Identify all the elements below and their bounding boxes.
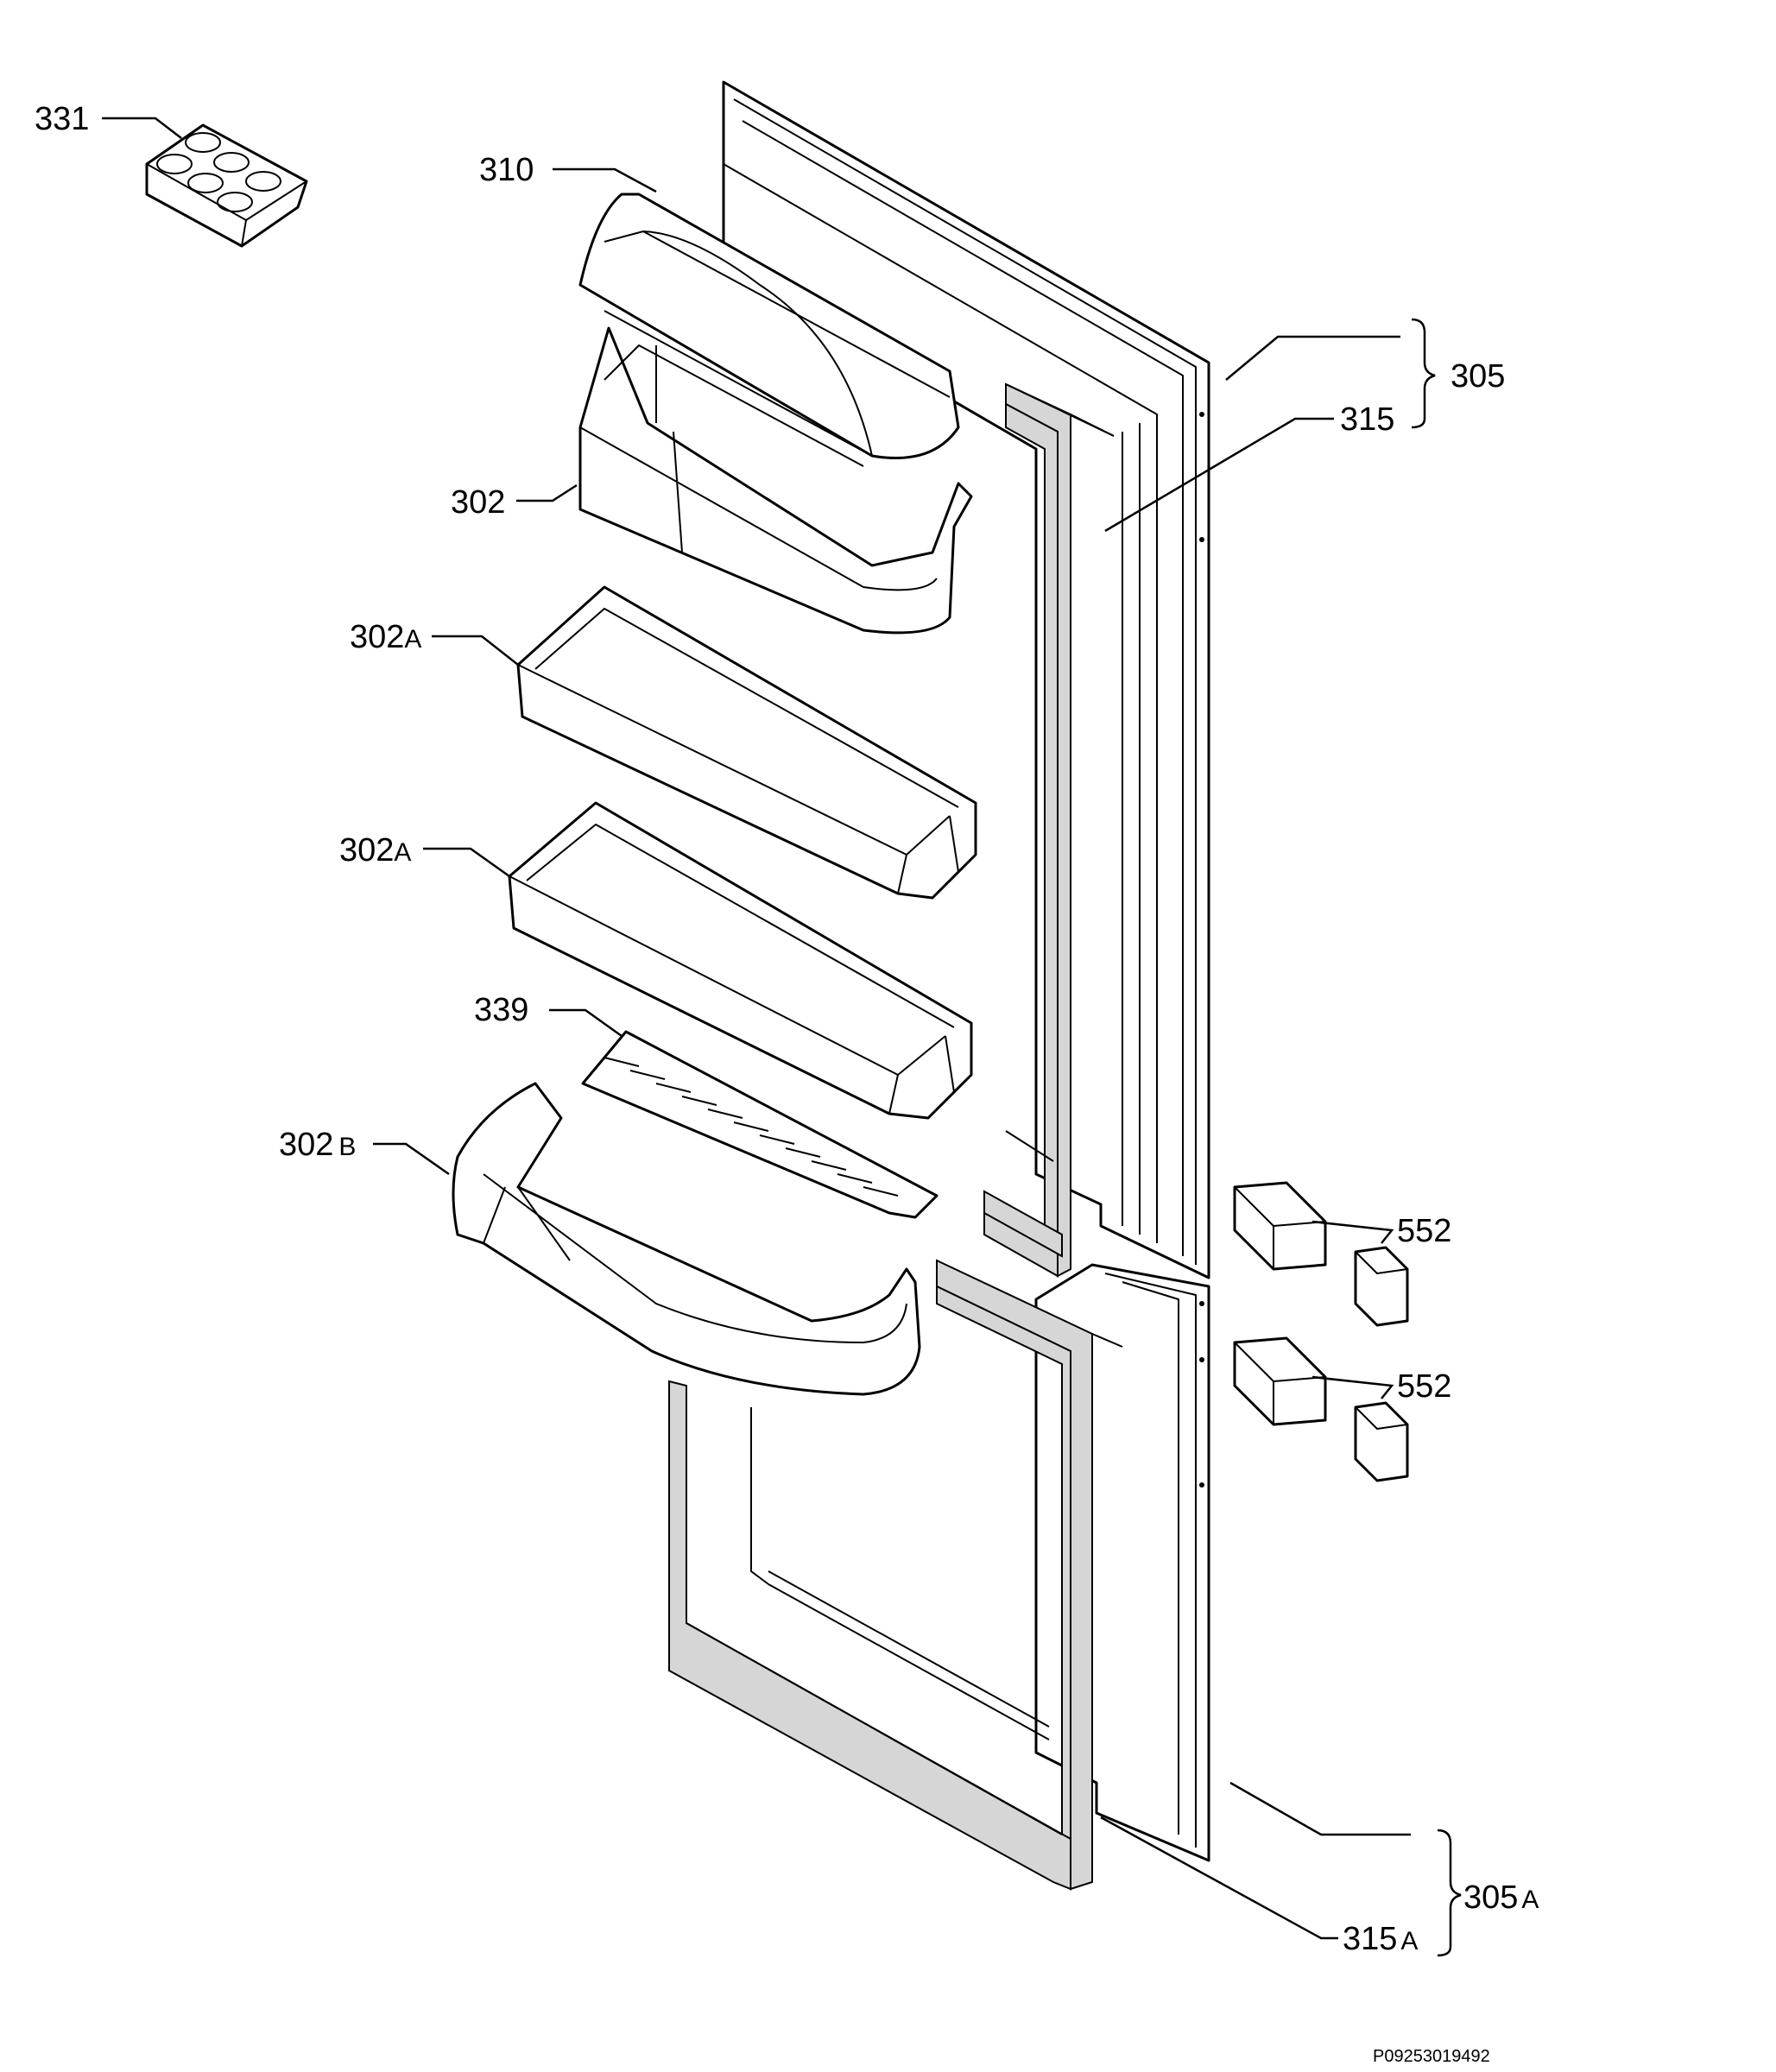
hinge-bracket-lower: [1233, 1336, 1409, 1482]
label-315: 315: [1340, 401, 1394, 438]
label-305a-number: 305: [1463, 1879, 1518, 1916]
label-302a-top: 302A: [350, 619, 421, 655]
upper-door: [722, 80, 1210, 1279]
door-shelf-1: [516, 585, 977, 900]
drawing-code: P09253019492: [1373, 2047, 1490, 2066]
label-302a-top-number: 302: [350, 619, 404, 655]
label-552-upper: 552: [1397, 1213, 1451, 1249]
label-305: 305: [1451, 358, 1505, 395]
label-302a-bottom-suffix: A: [394, 838, 411, 867]
label-339: 339: [474, 992, 528, 1028]
bottle-shelf: [452, 1082, 921, 1396]
label-302a-bottom: 302A: [339, 832, 411, 869]
label-315a-number: 315: [1343, 1921, 1397, 1957]
door-shelf-2: [508, 801, 973, 1120]
lower-door: [668, 1259, 1210, 1891]
shelf-lid: [578, 193, 960, 459]
egg-tray: [145, 123, 308, 248]
leader-lines: [102, 117, 1411, 1940]
brace-305a: [1437, 1829, 1462, 1957]
label-302a-top-suffix: A: [404, 625, 421, 654]
label-331: 331: [35, 101, 89, 137]
label-302b-suffix: B: [338, 1133, 356, 1161]
label-302: 302: [451, 484, 505, 521]
hinge-bracket-upper: [1233, 1181, 1409, 1327]
label-315a-suffix: A: [1400, 1927, 1418, 1955]
label-310: 310: [479, 152, 534, 188]
label-302b-number: 302: [279, 1127, 333, 1163]
brace-305: [1411, 318, 1436, 429]
label-305a-suffix: A: [1521, 1886, 1539, 1914]
label-552-lower: 552: [1397, 1368, 1451, 1405]
dairy-compartment: [578, 326, 973, 635]
label-302a-bottom-number: 302: [339, 832, 394, 869]
bottle-insert-grid: [581, 1030, 939, 1219]
